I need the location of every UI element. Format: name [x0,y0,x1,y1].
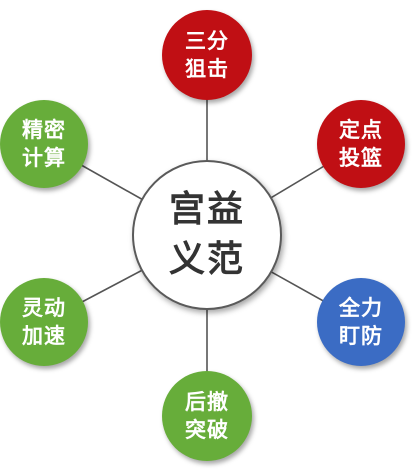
center-label-line-2: 义范 [168,239,245,280]
node-top-line-2: 狙击 [185,57,229,81]
node-upper-right-line-1: 定点 [339,117,383,142]
node-upper-left-line-2: 计算 [22,146,66,170]
node-lower-right-line-1: 全力 [339,295,383,320]
node-lower-right: 全力 盯防 [317,278,405,366]
center-node: 宫益 义范 [132,160,282,310]
node-top-line-1: 三分 [185,28,229,53]
node-bottom: 后撤 突破 [162,371,252,461]
node-upper-left-line-1: 精密 [22,117,66,142]
node-upper-right: 定点 投篮 [317,100,405,188]
node-bottom-line-2: 突破 [185,418,229,442]
node-upper-right-line-2: 投篮 [339,146,383,170]
node-lower-left-line-2: 加速 [22,324,66,348]
node-lower-right-line-2: 盯防 [339,324,383,348]
node-lower-left: 灵动 加速 [0,278,88,366]
node-bottom-line-1: 后撤 [185,389,229,414]
node-lower-left-line-1: 灵动 [22,295,66,320]
node-upper-left: 精密 计算 [0,100,88,188]
center-label-line-1: 宫益 [168,188,245,230]
node-top: 三分 狙击 [162,10,252,100]
